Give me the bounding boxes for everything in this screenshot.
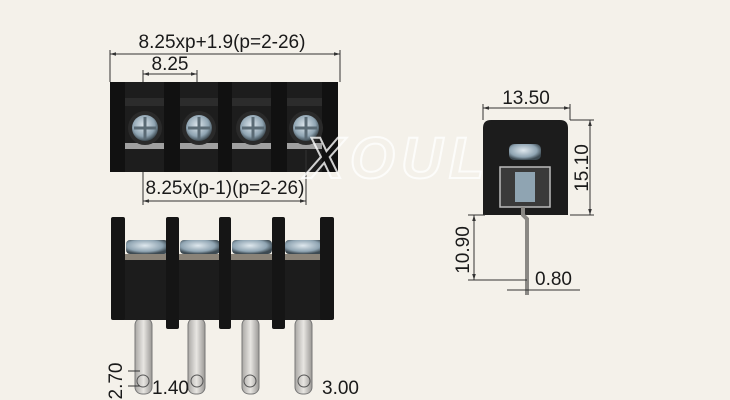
screw-2 [182, 111, 216, 145]
pin-thickness-label: 0.80 [535, 269, 572, 290]
pin-width-label: 3.00 [322, 378, 359, 399]
overall-length-label: 8.25xp+1.9(p=2-26) [139, 32, 306, 53]
front-view: 2.70 1.40 3.00 [106, 217, 359, 399]
hole-diameter-label: 1.40 [152, 378, 189, 399]
pin-span-label: 8.25x(p-1)(p=2-26) [146, 178, 305, 199]
pins [134, 317, 313, 395]
screw-1 [128, 111, 162, 145]
pin [521, 207, 529, 295]
screw-3 [236, 111, 270, 145]
side-view: 13.50 15.10 10.90 0.80 [453, 88, 594, 295]
screw-4 [289, 111, 323, 145]
depth-label: 13.50 [502, 88, 550, 109]
hole-offset-label: 2.70 [106, 363, 127, 400]
top-view: 8.25xp+1.9(p=2-26) 8.25 8.25x(p-1)(p=2-2… [109, 32, 341, 205]
pitch-label: 8.25 [152, 54, 189, 75]
pin-length-label: 10.90 [453, 226, 474, 274]
height-label: 15.10 [572, 144, 593, 192]
